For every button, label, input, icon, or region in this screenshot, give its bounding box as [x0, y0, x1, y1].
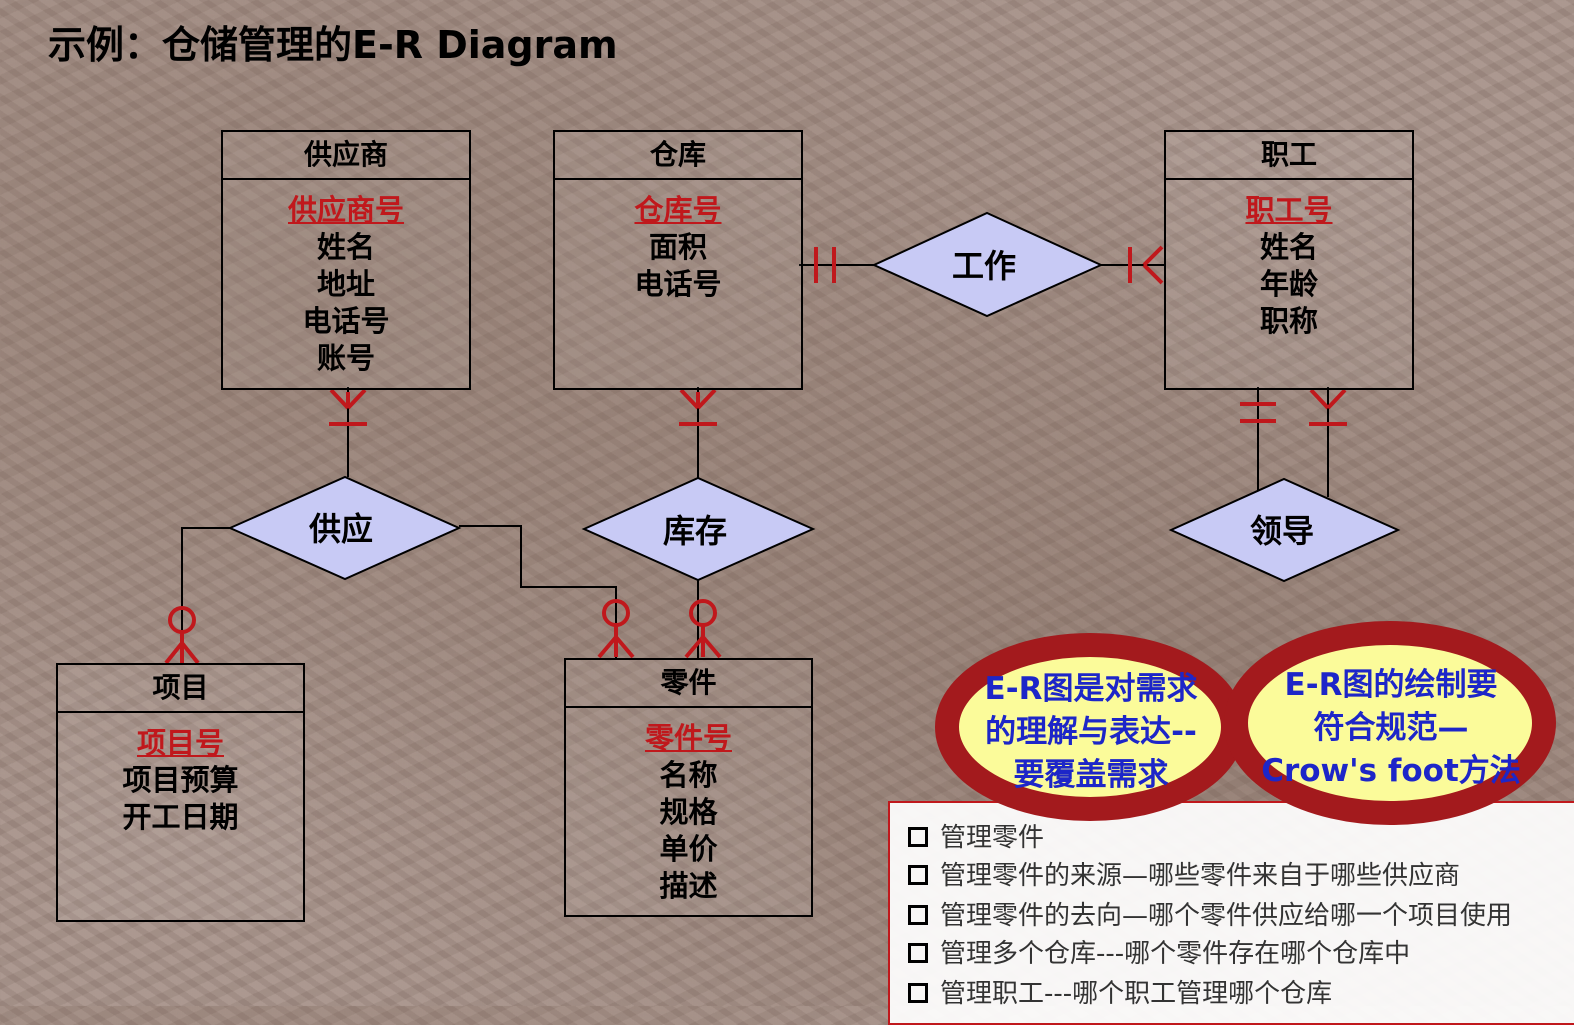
primary-key: 零件号 — [644, 721, 732, 755]
oval-left-line: 的理解与表达-- — [985, 714, 1197, 750]
line-supply-project — [181, 527, 230, 665]
attribute: 账号 — [316, 341, 375, 375]
attribute: 职称 — [1259, 304, 1318, 338]
attribute: 描述 — [659, 869, 718, 903]
bullet-icon — [908, 826, 928, 847]
attribute: 开工日期 — [122, 800, 239, 834]
attribute: 年龄 — [1259, 267, 1318, 301]
entity-title: 仓库 — [555, 132, 801, 180]
note-item: 管理职工---哪个职工管理哪个仓库 — [908, 973, 1332, 1010]
entity-staff: 职工 职工号 姓名 年龄 职称 — [1164, 130, 1414, 390]
entity-project: 项目 项目号 项目预算 开工日期 — [56, 663, 305, 922]
rel-label-stock: 库存 — [663, 512, 727, 550]
oval-left-line: 要覆盖需求 — [1013, 757, 1169, 793]
note-item: 管理零件的来源—哪些零件来自于哪些供应商 — [908, 855, 1460, 892]
diamond-stock — [581, 476, 816, 582]
primary-key: 职工号 — [1245, 193, 1333, 227]
note-text: 管理零件的去向—哪个零件供应给哪一个项目使用 — [940, 901, 1513, 931]
oval-left-line: E-R图是对需求 — [984, 671, 1198, 707]
crowfoot-warehouse-many — [679, 388, 717, 426]
rel-label-lead: 领导 — [1250, 512, 1314, 550]
oval-right-text: E-R图的绘制要 符合规范— Crow's foot方法 — [1246, 664, 1536, 793]
oval-right-line: Crow's foot方法 — [1261, 753, 1521, 789]
requirements-note: 管理零件 管理零件的来源—哪些零件来自于哪些供应商 管理零件的去向—哪个零件供应… — [888, 801, 1574, 1025]
primary-key: 供应商号 — [287, 193, 404, 227]
primary-key: 项目号 — [136, 726, 224, 760]
attribute: 电话号 — [302, 304, 390, 338]
entity-title: 零件 — [566, 660, 811, 708]
note-text: 管理零件 — [940, 823, 1045, 853]
entity-title: 职工 — [1166, 132, 1412, 180]
attribute: 面积 — [648, 230, 707, 264]
crowfoot-part-supply-zero-many — [597, 599, 635, 659]
crowfoot-supplier-many — [329, 388, 367, 426]
attribute: 规格 — [659, 795, 718, 829]
diamond-supply — [227, 475, 462, 581]
bullet-icon — [908, 982, 928, 1003]
crowfoot-project-zero-many — [164, 606, 200, 665]
rel-label-work: 工作 — [952, 247, 1016, 285]
rel-label-supply: 供应 — [309, 510, 373, 548]
crowfoot-lead-one — [1240, 402, 1276, 423]
crowfoot-warehouse-one — [814, 247, 836, 283]
attribute: 地址 — [316, 267, 375, 301]
diamond-work — [871, 211, 1104, 318]
bullet-icon — [908, 904, 928, 925]
entity-supplier: 供应商 供应商号 姓名 地址 电话号 账号 — [221, 130, 471, 390]
page-title: 示例：仓储管理的E-R Diagram — [48, 23, 618, 67]
note-item: 管理零件的去向—哪个零件供应给哪一个项目使用 — [908, 895, 1512, 932]
bullet-icon — [908, 942, 928, 963]
attribute: 姓名 — [1259, 230, 1318, 264]
attribute: 项目预算 — [122, 763, 239, 797]
oval-right-line: E-R图的绘制要 — [1284, 667, 1498, 703]
note-text: 管理职工---哪个职工管理哪个仓库 — [940, 979, 1333, 1009]
attribute: 姓名 — [316, 230, 375, 264]
note-text: 管理多个仓库---哪个零件存在哪个仓库中 — [940, 939, 1411, 969]
attribute: 单价 — [659, 832, 718, 866]
entity-part: 零件 零件号 名称 规格 单价 描述 — [564, 658, 813, 917]
attribute: 名称 — [659, 758, 718, 792]
entity-title: 项目 — [58, 665, 303, 713]
attribute: 电话号 — [634, 267, 722, 301]
oval-left-text: E-R图是对需求 的理解与表达-- 要覆盖需求 — [960, 668, 1222, 797]
entity-warehouse: 仓库 仓库号 面积 电话号 — [553, 130, 803, 390]
note-text: 管理零件的来源—哪些零件来自于哪些供应商 — [940, 861, 1461, 891]
crowfoot-staff-many — [1128, 245, 1164, 285]
note-item: 管理多个仓库---哪个零件存在哪个仓库中 — [908, 933, 1410, 970]
diamond-lead — [1168, 477, 1401, 583]
crowfoot-part-stock-zero-many — [684, 599, 722, 659]
line-supply-part — [459, 525, 617, 659]
entity-title: 供应商 — [223, 132, 469, 180]
primary-key: 仓库号 — [634, 193, 722, 227]
crowfoot-lead-many — [1309, 388, 1347, 426]
note-item: 管理零件 — [908, 817, 1044, 854]
oval-right-line: 符合规范— — [1313, 710, 1469, 746]
bullet-icon — [908, 864, 928, 885]
